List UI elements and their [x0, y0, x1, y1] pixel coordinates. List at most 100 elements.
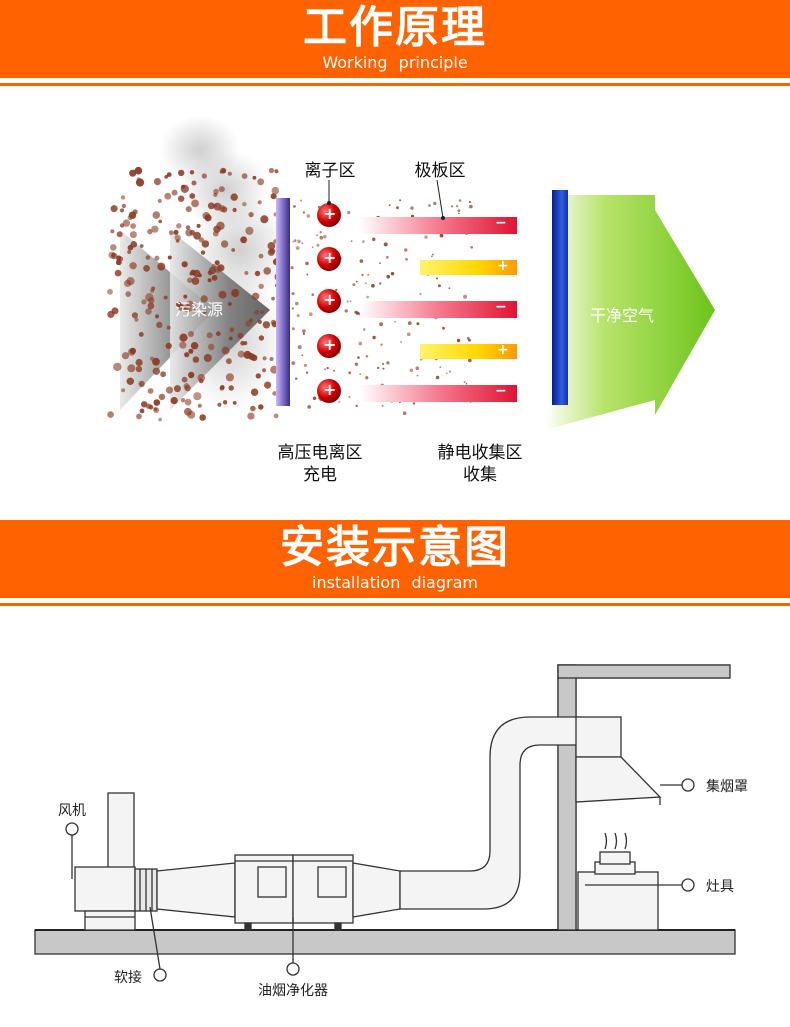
particle: [388, 204, 391, 207]
particle: [207, 278, 212, 283]
collector-plates: [360, 217, 517, 402]
particle: [323, 235, 327, 239]
hv-ionization-bar: [276, 198, 290, 406]
particle: [428, 204, 431, 207]
particle: [206, 332, 213, 339]
particle: [311, 293, 315, 296]
particle: [350, 240, 353, 243]
particle: [229, 327, 235, 333]
particle: [399, 199, 402, 202]
particle: [316, 243, 320, 247]
particle: [357, 356, 360, 359]
particle: [296, 314, 300, 318]
particle: [258, 335, 265, 341]
particle: [237, 332, 244, 339]
particle: [226, 358, 232, 365]
particle: [110, 229, 115, 234]
particle: [291, 307, 295, 310]
particle: [307, 405, 312, 409]
particle: [451, 205, 454, 208]
particle: [338, 401, 341, 403]
particle: [242, 202, 247, 207]
particle: [243, 350, 252, 359]
pollution-source-label: 污染源: [175, 300, 224, 319]
particle: [291, 327, 295, 331]
particle: [127, 364, 136, 373]
particle: [326, 367, 329, 370]
particle: [196, 223, 201, 228]
particle: [204, 214, 212, 222]
particle: [231, 248, 236, 252]
particle: [291, 361, 296, 365]
plus-sign: +: [497, 342, 509, 358]
particle: [232, 207, 237, 213]
particle: [396, 206, 399, 210]
particle: [377, 366, 380, 370]
ion-charges: [317, 203, 341, 403]
ion-plus: +: [323, 335, 337, 354]
minus-sign: −: [495, 215, 507, 231]
particle: [171, 189, 178, 196]
particle: [465, 382, 468, 385]
particle: [207, 202, 215, 210]
particle: [442, 326, 445, 330]
particle: [257, 319, 262, 324]
particle: [136, 177, 141, 182]
particle: [262, 321, 271, 329]
particle: [463, 294, 468, 299]
particle: [252, 175, 257, 180]
particle: [267, 248, 275, 256]
particle: [365, 355, 369, 358]
particle: [121, 203, 127, 209]
particle: [201, 240, 210, 248]
particle: [222, 400, 228, 405]
particle: [405, 258, 408, 261]
particle: [119, 223, 125, 228]
particle: [158, 219, 162, 224]
particle: [247, 412, 255, 420]
particle: [135, 365, 143, 373]
ion-plus: +: [323, 248, 337, 267]
particle: [458, 199, 462, 202]
particle: [249, 318, 254, 323]
particle: [319, 235, 324, 240]
particle: [290, 266, 294, 270]
particle: [248, 212, 254, 218]
floor: [34, 929, 736, 955]
particle: [297, 345, 302, 350]
particle: [297, 239, 301, 244]
particle: [381, 404, 384, 407]
particle: [311, 246, 314, 249]
particle: [435, 375, 440, 380]
particle: [243, 341, 248, 346]
particle: [291, 292, 295, 296]
plate-zone-label: 极板区: [414, 161, 466, 181]
particle: [203, 354, 212, 362]
particle: [225, 373, 234, 382]
section-subtitle: Working principle: [322, 53, 468, 72]
particle: [170, 397, 178, 405]
particle: [245, 226, 254, 235]
particle: [145, 308, 152, 315]
particle: [181, 261, 188, 268]
particle: [213, 192, 218, 197]
particle: [218, 186, 225, 193]
particle: [141, 299, 147, 305]
particle: [424, 235, 428, 239]
particle: [455, 205, 459, 208]
particle: [250, 405, 256, 412]
particle: [189, 170, 195, 175]
particle: [420, 358, 423, 361]
particle: [126, 377, 134, 385]
particle: [199, 414, 206, 421]
particle: [153, 178, 162, 186]
particle: [308, 312, 313, 317]
particle: [348, 395, 351, 398]
particle: [217, 402, 222, 407]
minus-sign: −: [495, 299, 507, 315]
particle: [110, 205, 118, 213]
particle: [141, 401, 148, 408]
particle: [390, 272, 395, 276]
particle: [151, 225, 159, 233]
particle: [456, 338, 461, 343]
